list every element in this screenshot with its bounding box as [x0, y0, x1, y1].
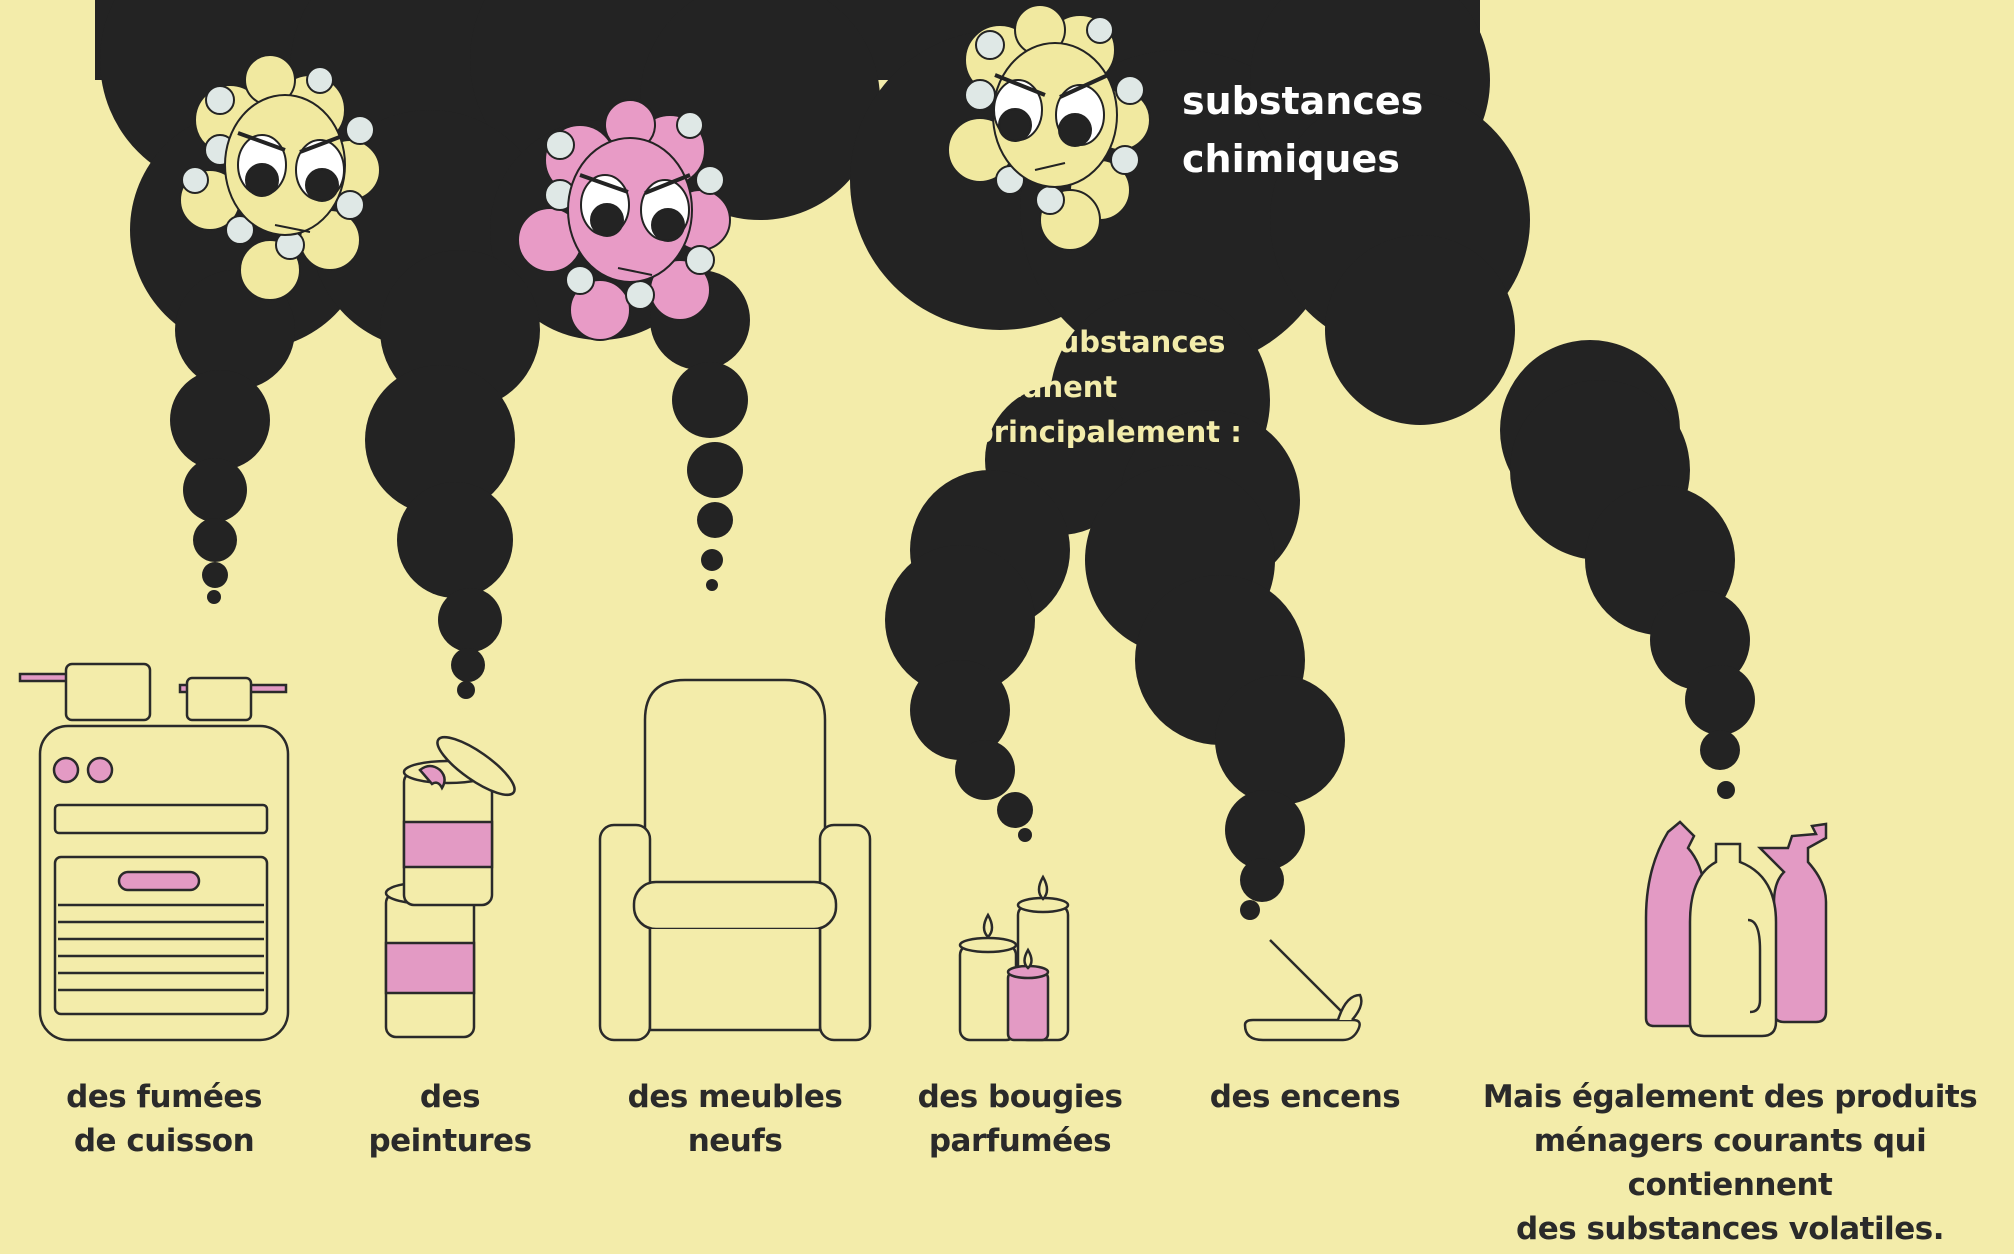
- headline-line-2: chimiques: [1182, 137, 1400, 181]
- intro-text: Ces substances émanent principalement :: [973, 320, 1242, 455]
- caption-incense-line-1: des encens: [1209, 1079, 1401, 1115]
- intro-line-1: Ces substances: [973, 325, 1226, 359]
- molecule-pink: [517, 99, 731, 341]
- caption-paints-line-1: des peintures: [368, 1079, 532, 1159]
- molecule-yellow-1: [179, 54, 381, 301]
- caption-furniture-line-1: des meubles: [627, 1079, 843, 1115]
- caption-candles: des bougies parfumées: [900, 1075, 1140, 1163]
- caption-cooking-line-1: des fumées: [66, 1079, 262, 1115]
- smoke-trails: [170, 250, 1755, 920]
- intro-line-3: principalement :: [973, 415, 1242, 449]
- caption-cooking: des fumées de cuisson: [40, 1075, 288, 1163]
- molecule-yellow-2: [947, 4, 1151, 251]
- household-products-illustration: [1644, 820, 1828, 1038]
- caption-household-line-3: des substances volatiles.: [1516, 1211, 1944, 1247]
- caption-candles-line-2: parfumées: [928, 1123, 1112, 1159]
- headline: substances chimiques: [1182, 72, 1423, 188]
- caption-furniture: des meubles neufs: [620, 1075, 850, 1163]
- incense-illustration: [1243, 939, 1363, 1042]
- armchair-illustration: [598, 678, 872, 1042]
- caption-cooking-line-2: de cuisson: [73, 1123, 255, 1159]
- headline-line-1: substances: [1182, 79, 1424, 123]
- candles-illustration: [958, 874, 1070, 1042]
- paint-cans-illustration: [384, 735, 516, 1039]
- caption-household-line-2: ménagers courants qui contiennent: [1533, 1123, 1927, 1203]
- caption-household-line-1: Mais également des produits: [1482, 1079, 1978, 1115]
- caption-paints: des peintures: [340, 1075, 560, 1163]
- intro-line-2: émanent: [973, 370, 1118, 404]
- stove-illustration: [18, 662, 290, 1042]
- caption-household: Mais également des produits ménagers cou…: [1470, 1075, 1990, 1251]
- caption-furniture-line-2: neufs: [687, 1123, 783, 1159]
- caption-incense: des encens: [1195, 1075, 1415, 1119]
- caption-candles-line-1: des bougies: [917, 1079, 1123, 1115]
